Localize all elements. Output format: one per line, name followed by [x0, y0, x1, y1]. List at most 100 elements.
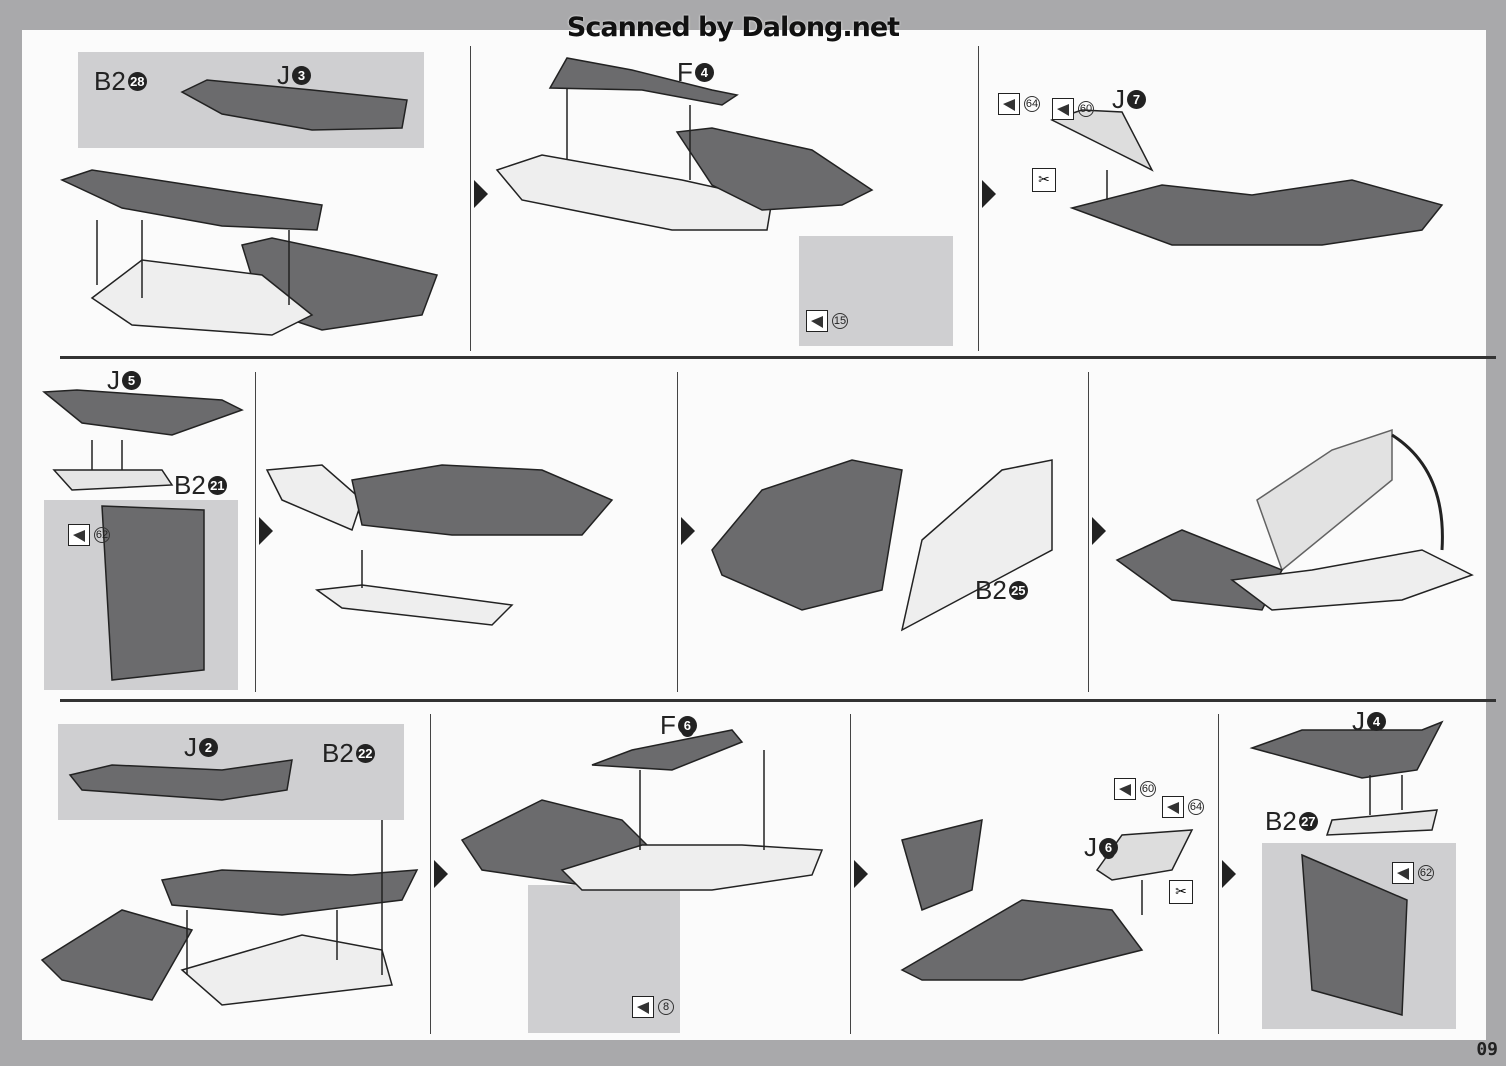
- part-runner: B2: [1265, 806, 1297, 836]
- sticker-callout-62: 62: [68, 524, 110, 546]
- page-number: 09: [1476, 1039, 1498, 1060]
- step-divider: [430, 714, 431, 1034]
- part-number: 27: [1298, 812, 1318, 831]
- part-runner: J: [1352, 706, 1365, 736]
- sticker-number: 8: [658, 999, 674, 1015]
- marking-sticker-icon: [1114, 778, 1136, 800]
- sticker-number: 62: [1418, 865, 1434, 881]
- part-b2-25: [1256, 428, 1393, 572]
- part-j5: [265, 464, 363, 532]
- step-divider: [677, 372, 678, 692]
- marking-sticker-icon: [998, 93, 1020, 115]
- part-runner: J: [277, 60, 290, 90]
- assembly-body: [1069, 179, 1444, 246]
- assembly-body: [900, 899, 1144, 981]
- next-step-arrow-icon: [1092, 517, 1106, 545]
- part-runner: B2: [322, 738, 354, 768]
- marking-sticker-icon: [68, 524, 90, 546]
- sticker-callout-8: 8: [632, 996, 674, 1018]
- part-number: 28: [127, 72, 147, 91]
- sticker-callout-15: 15: [806, 310, 848, 332]
- part-number: 6: [677, 716, 697, 735]
- marking-sticker-icon: [1162, 796, 1184, 818]
- sticker-number: 64: [1024, 96, 1040, 112]
- sticker-62-panel: [101, 505, 205, 681]
- sticker-number: 15: [832, 313, 848, 329]
- assembly-arrows: [91, 88, 1444, 975]
- sticker-callout-60: 60: [1052, 98, 1094, 120]
- assembly-body: [180, 934, 393, 1006]
- step-divider: [850, 714, 851, 1034]
- part-b2-21: [52, 469, 174, 491]
- assembly-body: [1230, 549, 1474, 611]
- next-step-arrow-icon: [854, 860, 868, 888]
- marking-sticker-icon: [1052, 98, 1074, 120]
- part-number: 7: [1127, 90, 1146, 109]
- row-divider-1: [60, 356, 1496, 359]
- part-j5: [42, 389, 244, 436]
- part-number: 25: [1008, 581, 1028, 600]
- part-runner: J: [1084, 832, 1097, 862]
- part-number: 21: [207, 476, 227, 495]
- assembly-body: [711, 459, 903, 611]
- part-number: 6: [1099, 838, 1118, 857]
- assembly-body: [40, 909, 194, 1001]
- assembly-body: [560, 844, 824, 891]
- next-step-arrow-icon: [474, 180, 488, 208]
- marking-sticker-icon: [632, 996, 654, 1018]
- sticker-callout-64: 64: [998, 93, 1040, 115]
- sticker-62-panel: [1301, 853, 1408, 1016]
- part-f4: [548, 57, 739, 106]
- sticker-callout-62: 62: [1392, 862, 1434, 884]
- part-runner: B2: [174, 470, 206, 500]
- part-runner: B2: [975, 575, 1007, 605]
- sticker-callout-64: 64: [1162, 796, 1204, 818]
- part-runner: F: [677, 57, 693, 87]
- assembly-body: [495, 154, 773, 231]
- step-divider: [978, 46, 979, 351]
- part-j2: [68, 759, 293, 801]
- part-number: 2: [199, 738, 218, 757]
- next-step-arrow-icon: [681, 517, 695, 545]
- part-b2-25: [900, 459, 1053, 632]
- marking-sticker-icon: [806, 310, 828, 332]
- next-step-arrow-icon: [982, 180, 996, 208]
- part-j4: [1249, 720, 1444, 779]
- part-number: 4: [1367, 712, 1386, 731]
- sticker-callout-60: 60: [1114, 778, 1156, 800]
- row-divider-2: [60, 699, 1496, 702]
- watermark: Scanned by Dalong.net: [566, 12, 900, 43]
- nipper-cut-icon: ✂: [1032, 168, 1056, 192]
- marking-sticker-icon: [1392, 862, 1414, 884]
- part-runner: F: [660, 710, 676, 740]
- detail-inset: [528, 885, 680, 1033]
- step-divider: [1088, 372, 1089, 692]
- part-number: 5: [122, 371, 141, 390]
- part-number: 3: [292, 66, 311, 85]
- sticker-number: 60: [1140, 781, 1156, 797]
- part-runner: J: [184, 732, 197, 762]
- part-number: 4: [694, 63, 714, 82]
- step-divider: [1218, 714, 1219, 1034]
- assembly-body: [901, 819, 983, 912]
- part-b2-27: [1325, 809, 1438, 836]
- sticker-number: 64: [1188, 799, 1204, 815]
- assembly-body: [351, 464, 614, 536]
- part-runner: B2: [94, 66, 126, 96]
- assembly-body: [675, 127, 874, 211]
- assembly-body: [59, 169, 323, 231]
- sticker-number: 60: [1078, 101, 1094, 117]
- part-j3: [180, 79, 408, 131]
- next-step-arrow-icon: [434, 860, 448, 888]
